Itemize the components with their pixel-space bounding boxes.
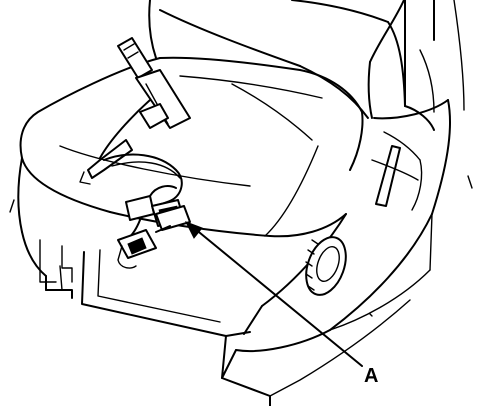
- callout-leader: [184, 221, 363, 367]
- seat-cushion: [17, 56, 364, 238]
- recline-knob: [305, 236, 347, 296]
- seat-belt-buckle: [79, 37, 191, 185]
- seat-back: [148, 0, 465, 131]
- callout-label-a: A: [364, 365, 379, 387]
- seat-frame: [21, 231, 251, 337]
- side-trim: [221, 99, 451, 406]
- floor-marks: [9, 175, 473, 317]
- wiring-harness: [103, 153, 191, 269]
